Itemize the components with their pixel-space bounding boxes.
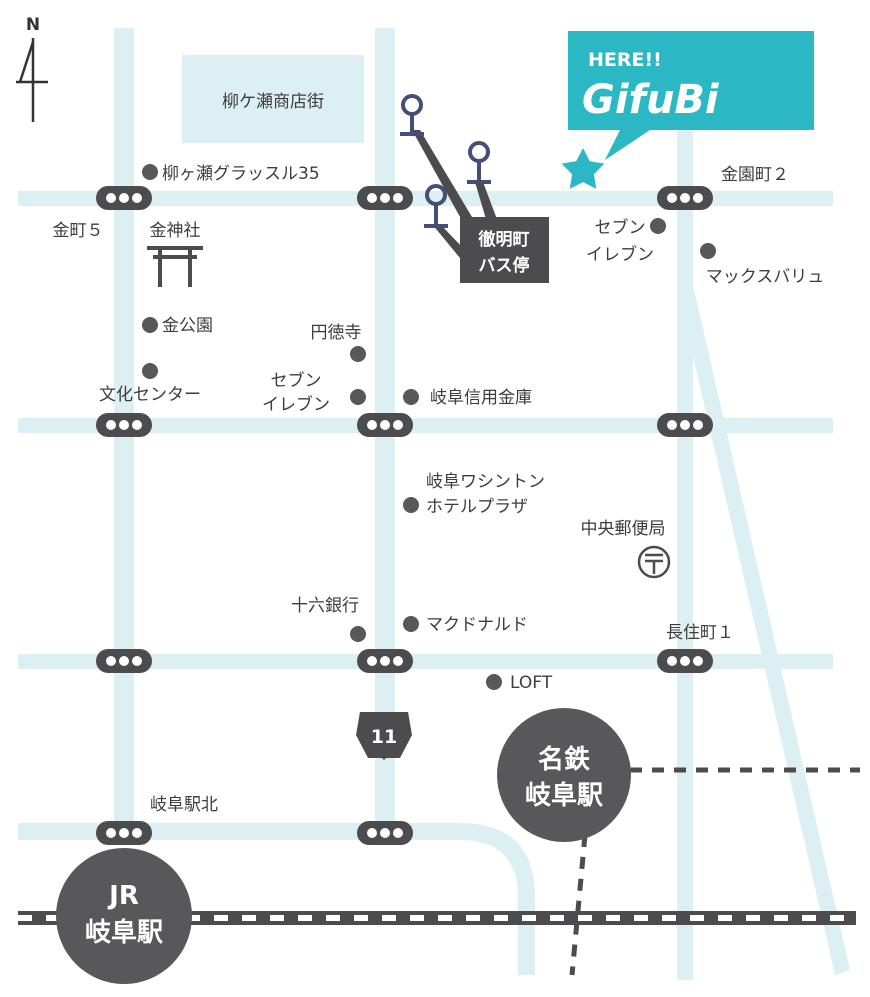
shopping-street-label: 柳ケ瀬商店街: [222, 92, 324, 112]
bus-stop-icon: [400, 94, 424, 136]
place-loft[interactable]: LOFT: [486, 673, 553, 693]
traffic-signal-icon: [657, 413, 713, 437]
place-grassle[interactable]: 柳ヶ瀬グラッスル35: [142, 164, 320, 184]
road-h-4: [18, 823, 535, 975]
place-bunka-center[interactable]: 文化センター: [99, 363, 201, 405]
shopping-street: 柳ケ瀬商店街: [182, 55, 364, 143]
place-label: 金公園: [162, 316, 213, 336]
place-dot-icon: [403, 389, 419, 405]
meitetsu-line1: 名鉄: [538, 744, 590, 775]
road-h-2: [18, 418, 833, 433]
traffic-signal-icon: [357, 413, 413, 437]
place-dot-icon: [350, 346, 366, 362]
place-label: 中央郵便局: [581, 519, 666, 539]
railway-meitetsu: [569, 767, 860, 976]
road-v-3: [677, 100, 693, 980]
callout-brand: GifuBi: [582, 77, 720, 123]
traffic-signal-icon: [96, 821, 152, 845]
place-dot-icon: [403, 616, 419, 632]
road-h-3: [18, 654, 833, 669]
place-label: 金神社: [150, 221, 201, 241]
north-label: N: [26, 15, 40, 35]
jr-line2: 岐阜駅: [85, 918, 163, 948]
place-label: マックスバリュ: [706, 267, 825, 287]
road-diagonal: [678, 285, 850, 975]
roads: [18, 28, 850, 980]
place-max-value[interactable]: マックスバリュ: [700, 243, 824, 287]
place-juroku-bank[interactable]: 十六銀行: [291, 596, 366, 642]
place-kanejinja[interactable]: 金神社: [147, 221, 203, 287]
place-mcdonalds[interactable]: マクドナルド: [403, 615, 528, 635]
route-shield-number: 11: [371, 726, 397, 748]
callout-here: HERE!!: [588, 49, 662, 71]
intersection-kanamachi5: 金町５: [53, 221, 104, 241]
place-dot-icon: [486, 674, 502, 690]
traffic-signal-icon: [357, 186, 413, 210]
place-dot-icon: [403, 497, 419, 513]
star-icon: [561, 148, 605, 189]
bus-stop[interactable]: 徹明町 バス停: [400, 94, 549, 283]
place-label: LOFT: [510, 673, 553, 693]
traffic-signals: [96, 186, 713, 845]
station-meitetsu[interactable]: 名鉄 岐阜駅: [497, 708, 631, 842]
place-dot-icon: [350, 626, 366, 642]
road-h-1: [18, 191, 833, 206]
station-jr[interactable]: JR 岐阜駅: [56, 848, 192, 984]
here-callout[interactable]: HERE!! GifuBi: [561, 31, 814, 189]
bus-stop-line1: 徹明町: [478, 229, 530, 250]
north-arrow-icon: N: [16, 15, 48, 122]
place-label-line2: ホテルプラザ: [426, 497, 528, 517]
traffic-signal-icon: [96, 649, 152, 673]
route-11-shield: 11: [356, 712, 412, 760]
place-entokuji[interactable]: 円徳寺: [311, 323, 367, 362]
traffic-signal-icon: [657, 186, 713, 210]
place-label-line1: セブン: [595, 217, 646, 238]
traffic-signal-icon: [96, 413, 152, 437]
post-office-icon: [637, 545, 671, 579]
place-seven-eleven-center[interactable]: セブン イレブン: [262, 370, 366, 415]
place-label: マクドナルド: [426, 615, 528, 635]
place-dot-icon: [142, 164, 158, 180]
bus-stop-line2: バス停: [479, 255, 530, 276]
place-dot-icon: [142, 317, 158, 333]
torii-icon: [147, 246, 203, 287]
bus-stop-icon: [467, 141, 491, 184]
place-dot-icon: [142, 363, 158, 379]
intersection-kanazonocho2: 金園町２: [721, 165, 789, 185]
traffic-signal-icon: [657, 649, 713, 673]
place-label: 円徳寺: [311, 323, 362, 343]
bus-stop-label-box: [460, 217, 549, 283]
place-label: 十六銀行: [291, 596, 359, 616]
shopping-street-block: [182, 55, 364, 143]
place-post-office[interactable]: 中央郵便局: [581, 519, 671, 579]
jr-line1: JR: [107, 881, 139, 911]
place-label-line2: イレブン: [586, 244, 654, 265]
place-label-line1: 岐阜ワシントン: [426, 472, 545, 492]
place-washington-hotel[interactable]: 岐阜ワシントン ホテルプラザ: [403, 472, 545, 517]
callout-bubble: [568, 31, 814, 160]
bus-stop-icon: [424, 184, 448, 228]
place-dot-icon: [650, 218, 666, 234]
place-dot-icon: [700, 243, 716, 259]
traffic-signal-icon: [357, 821, 413, 845]
place-label-line2: イレブン: [262, 394, 330, 415]
place-label: 岐阜信用金庫: [430, 388, 532, 408]
intersection-nagasumicho1: 長住町１: [666, 623, 734, 643]
meitetsu-line2: 岐阜駅: [525, 781, 603, 811]
traffic-signal-icon: [96, 186, 152, 210]
place-seven-eleven-ne[interactable]: セブン イレブン: [586, 217, 666, 265]
railway-jr: [18, 911, 856, 925]
traffic-signal-icon: [357, 649, 413, 673]
place-label: 文化センター: [99, 385, 201, 405]
intersection-gifu-eki-kita: 岐阜駅北: [150, 795, 218, 815]
place-dot-icon: [350, 389, 366, 405]
place-shinkin[interactable]: 岐阜信用金庫: [403, 388, 532, 408]
place-label: 柳ヶ瀬グラッスル35: [162, 164, 320, 184]
place-kinkoen[interactable]: 金公園: [142, 316, 213, 336]
place-label-line1: セブン: [271, 370, 322, 391]
